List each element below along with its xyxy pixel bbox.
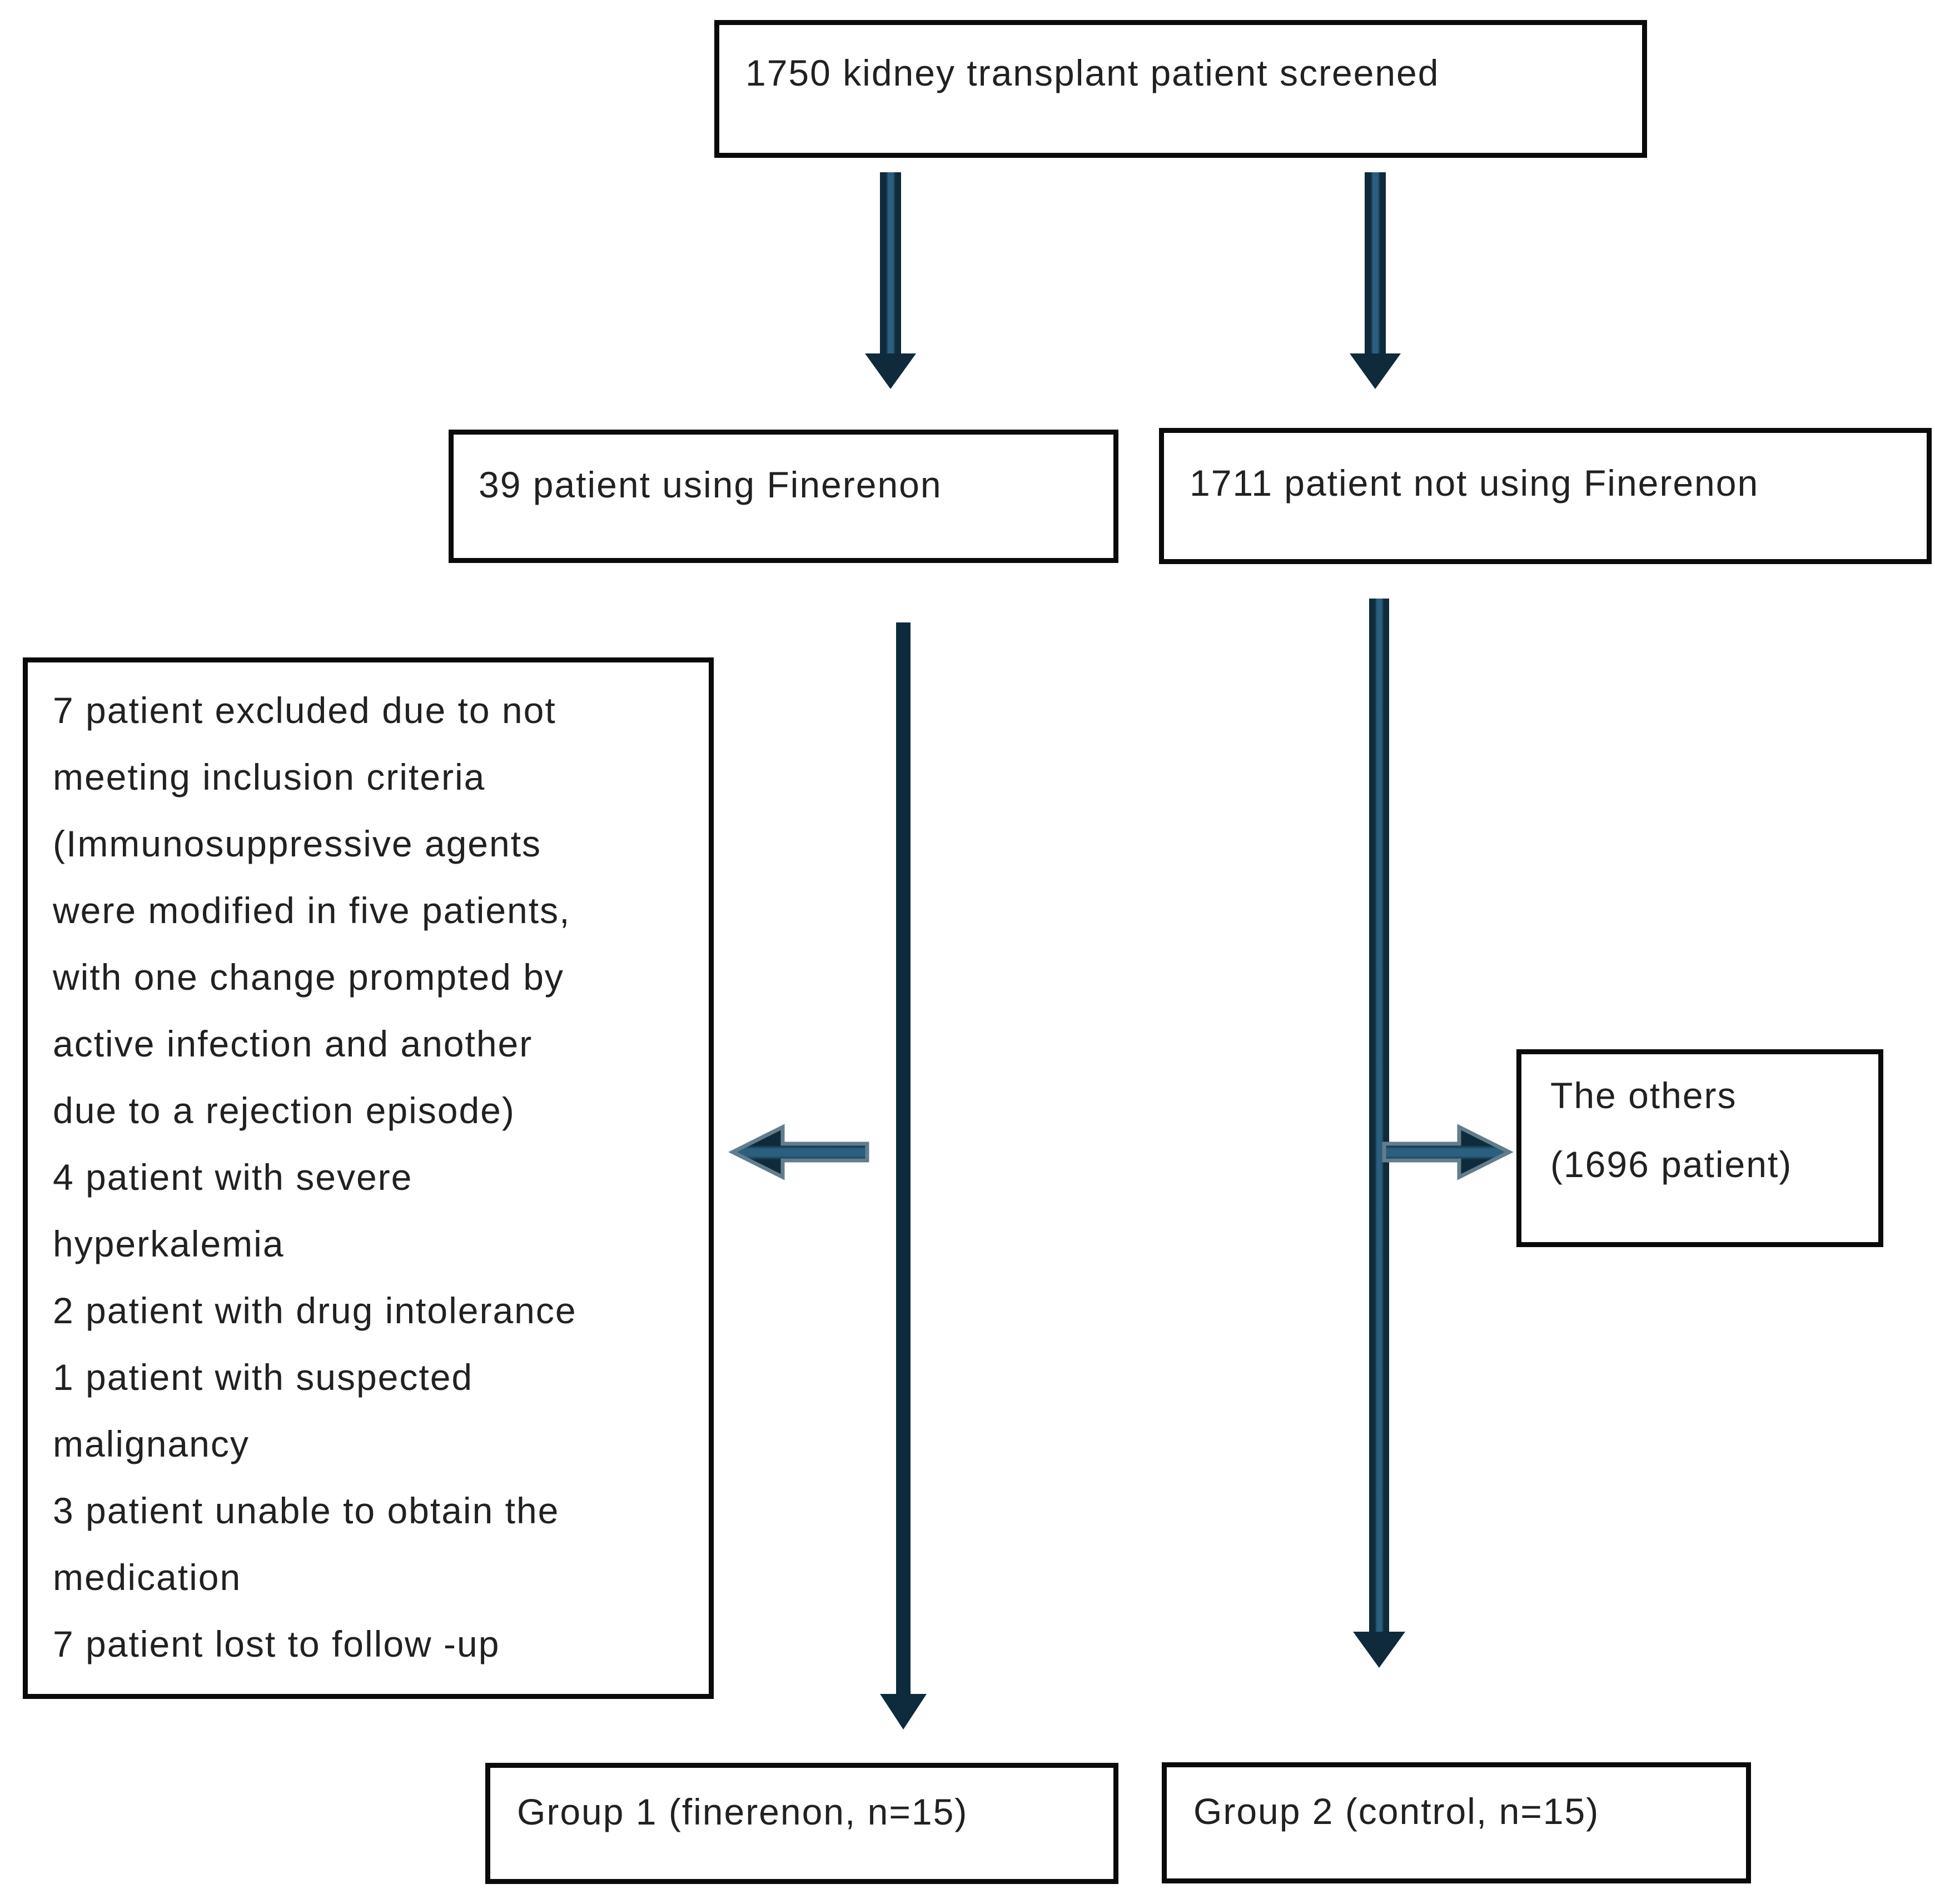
box-group1-label: Group 1 (finerenon, n=15)	[517, 1791, 968, 1832]
down-arrow-screened-to-finerenon	[865, 172, 916, 389]
down-arrow-finerenon-to-group1	[880, 622, 927, 1729]
box-finerenon: 39 patient using Finerenon	[449, 430, 1118, 563]
box-others: The others (1696 patient)	[1516, 1049, 1883, 1247]
box-finerenon-label: 39 patient using Finerenon	[479, 464, 942, 505]
left-arrow-to-exclusions	[728, 1124, 869, 1180]
box-not-finerenon-label: 1711 patient not using Finerenon	[1190, 462, 1759, 504]
down-arrow-screened-to-not-finerenon	[1350, 172, 1401, 389]
box-group2: Group 2 (control, n=15)	[1162, 1762, 1751, 1883]
box-exclusions: 7 patient excluded due to not meeting in…	[23, 657, 714, 1699]
box-screened: 1750 kidney transplant patient screened	[714, 20, 1647, 158]
box-not-finerenon: 1711 patient not using Finerenon	[1159, 428, 1932, 564]
box-group2-label: Group 2 (control, n=15)	[1193, 1791, 1600, 1832]
box-group1: Group 1 (finerenon, n=15)	[485, 1763, 1118, 1884]
right-arrow-to-others	[1382, 1124, 1514, 1180]
box-screened-label: 1750 kidney transplant patient screened	[745, 52, 1440, 93]
box-others-label: The others (1696 patient)	[1550, 1075, 1793, 1185]
down-arrow-not-finerenon-to-group2	[1353, 599, 1405, 1668]
box-exclusions-label: 7 patient excluded due to not meeting in…	[53, 690, 577, 1664]
